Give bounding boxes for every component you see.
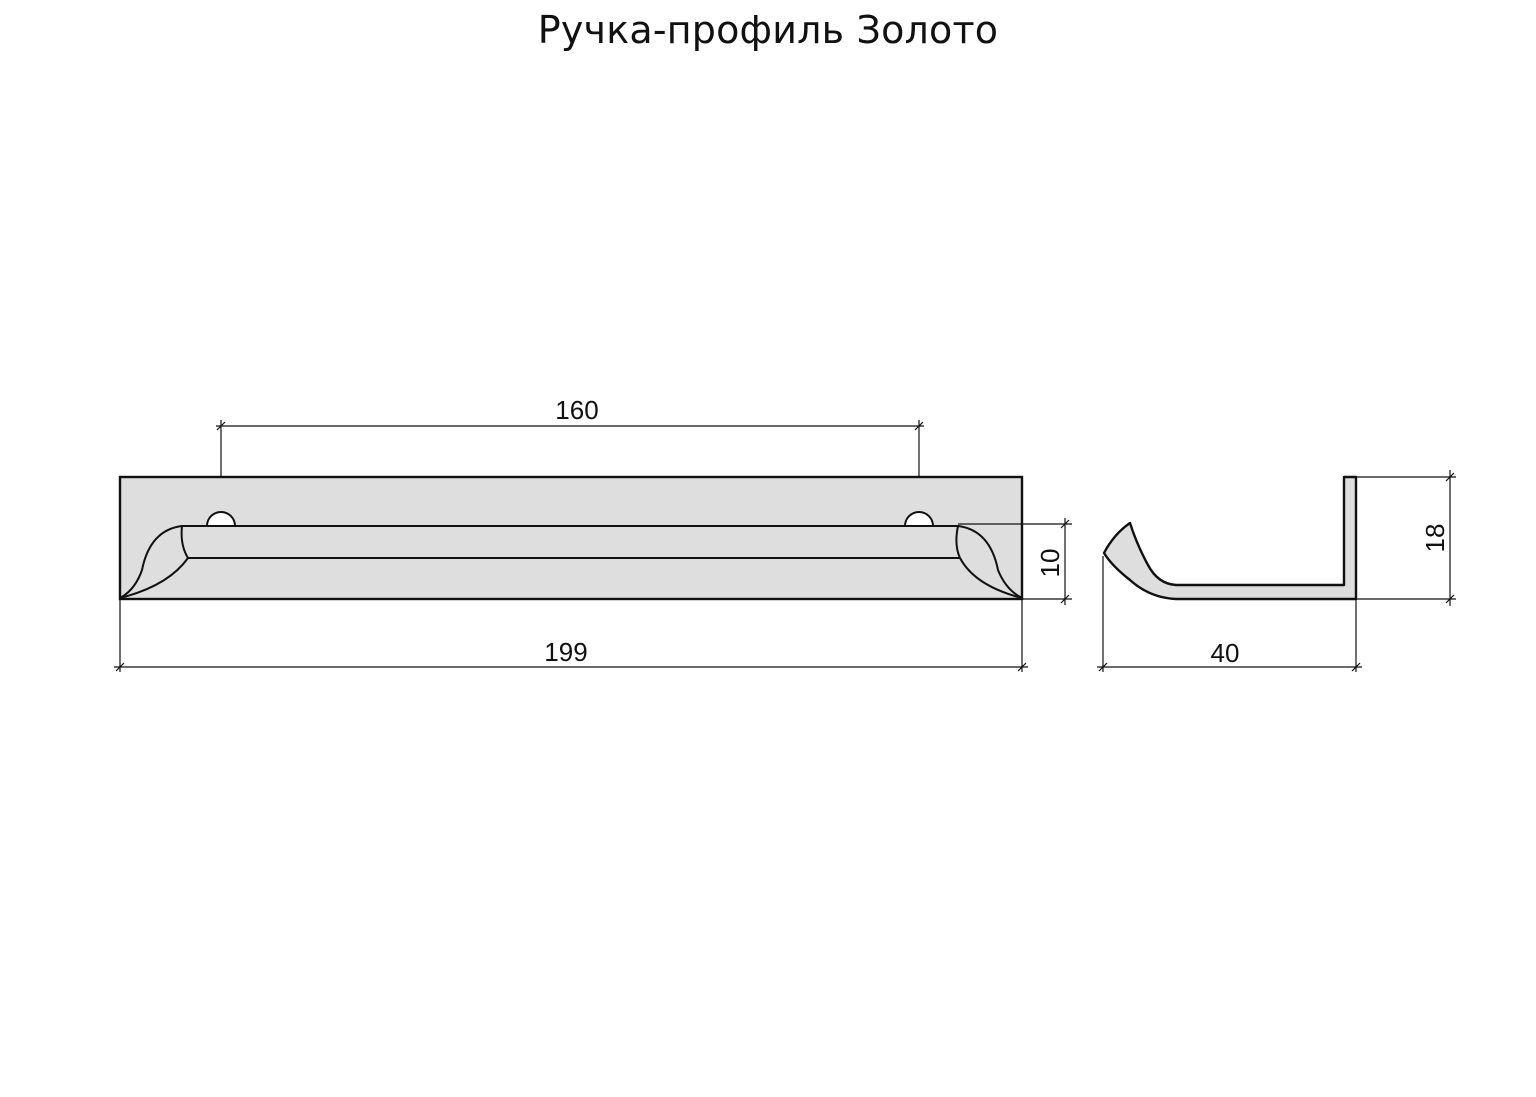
dimension-groove-height <box>958 518 1072 605</box>
dim-label-hole-spacing: 160 <box>555 395 598 425</box>
dim-label-depth: 40 <box>1211 638 1240 668</box>
dim-label-height: 18 <box>1420 524 1450 553</box>
left-end-curve-inner <box>119 557 189 599</box>
left-end-curve-outer <box>119 525 183 599</box>
right-end-curve-inner <box>959 557 1023 599</box>
mounting-hole-right <box>903 511 935 527</box>
dim-label-groove-height: 10 <box>1035 549 1065 578</box>
dimension-total-length <box>114 599 1028 672</box>
dimension-depth <box>1097 556 1362 672</box>
mounting-hole-left <box>205 511 237 527</box>
right-end-curve-outer <box>957 525 1023 599</box>
dim-label-total-length: 199 <box>544 637 587 667</box>
side-view: 40 18 <box>1097 470 1456 672</box>
front-view: 160 199 10 <box>114 395 1072 672</box>
dimension-height <box>1356 470 1456 606</box>
dimension-hole-spacing <box>216 420 924 477</box>
side-profile <box>1102 475 1358 601</box>
grip-bar <box>180 525 962 559</box>
drawing-title: Ручка-профиль Золото <box>537 8 999 52</box>
